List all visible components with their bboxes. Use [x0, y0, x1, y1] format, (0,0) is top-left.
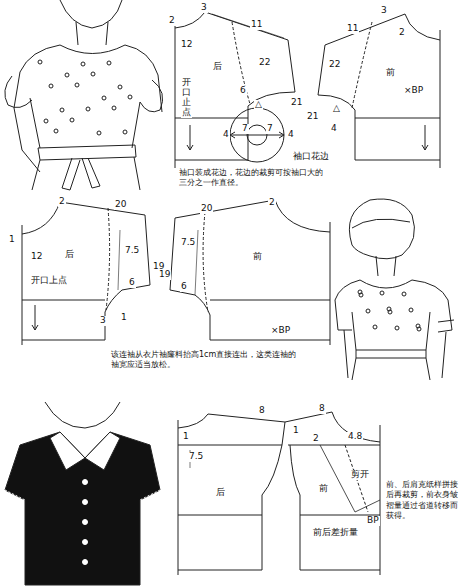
print-dot: [107, 61, 111, 65]
print-dot: [54, 129, 58, 133]
callout-number: △: [332, 104, 341, 114]
callout-number: 袖口花边: [292, 152, 330, 162]
callout-number: 11: [346, 24, 359, 34]
print-dot: [402, 292, 406, 296]
callout-number: 1: [120, 313, 128, 323]
callout-number: ×BP: [403, 86, 424, 96]
print-dot: [91, 72, 95, 76]
callout-number: 1: [8, 235, 16, 245]
callout-number: 12: [180, 40, 193, 50]
callout-number: 4: [222, 130, 230, 140]
callout-number: 7.5: [188, 452, 204, 462]
callout-number: 4: [287, 130, 295, 140]
callout-number: 7.5: [180, 238, 196, 248]
callout-number: 1: [292, 426, 300, 436]
print-dot: [123, 130, 127, 134]
callout-number: 开口止点: [181, 78, 192, 118]
print-dot: [380, 291, 384, 295]
print-dot: [38, 60, 42, 64]
button: [83, 480, 88, 485]
print-dot: [395, 326, 399, 330]
callout-number: 3: [99, 316, 107, 326]
callout-number: 21: [290, 98, 303, 108]
print-dot: [388, 310, 392, 314]
callout-number: 后: [64, 250, 75, 260]
print-dot: [81, 62, 85, 66]
callout-number: 6: [180, 282, 188, 292]
button: [83, 500, 88, 505]
callout-number: 剪开: [350, 470, 370, 480]
button: [83, 520, 88, 525]
callout-number: 7: [241, 124, 249, 134]
print-dot: [97, 131, 101, 135]
callout-number: BP: [366, 516, 380, 526]
callout-number: 21: [306, 112, 319, 122]
note-text: 前、后肩克纸样拼接后再裁剪，前衣身皱褶量通过省道转移而获得。: [385, 480, 462, 522]
print-dot: [102, 96, 106, 100]
callout-number: 2: [58, 197, 66, 207]
callout-number: 6: [128, 278, 136, 288]
callout-number: △: [254, 100, 263, 110]
callout-number: 前: [385, 68, 396, 78]
callout-number: 20: [200, 204, 213, 214]
print-dot: [86, 107, 90, 111]
callout-number: 7: [266, 124, 274, 134]
blouse-figure: [5, 0, 163, 190]
print-dot: [359, 293, 363, 297]
callout-number: 2: [268, 198, 276, 208]
print-dot: [44, 119, 48, 123]
callout-number: 4: [330, 124, 338, 134]
callout-number: 4.8: [347, 432, 363, 442]
callout-number: 7.5: [124, 246, 140, 256]
callout-number: 22: [258, 58, 271, 68]
print-dot: [417, 327, 421, 331]
callout-number: 1: [182, 432, 190, 442]
print-dot: [75, 83, 79, 87]
note-text: 该连袖从衣片袖窿料抬高1cm直接连出，这类连袖的袖宽应适当放松。: [110, 350, 302, 371]
callout-number: 2: [398, 28, 406, 38]
callout-number: 2: [312, 434, 320, 444]
callout-number: 后: [212, 62, 223, 72]
callout-number: 3: [200, 3, 208, 13]
print-dot: [60, 108, 64, 112]
callout-number: 后: [215, 488, 226, 498]
print-dot: [49, 84, 53, 88]
callout-number: 20: [114, 200, 127, 210]
button: [83, 540, 88, 545]
callout-number: 12: [30, 252, 43, 262]
callout-number: 8: [318, 404, 326, 414]
callout-number: 前: [318, 484, 329, 494]
print-dot: [128, 95, 132, 99]
callout-number: 19: [158, 270, 171, 280]
print-dot: [118, 85, 122, 89]
blouse-figure: [5, 402, 160, 585]
print-dot: [70, 118, 74, 122]
callout-number: 11: [250, 20, 263, 30]
print-dot: [366, 309, 370, 313]
print-dot: [373, 325, 377, 329]
print-dot: [112, 106, 116, 110]
callout-number: 22: [328, 60, 341, 70]
print-dot: [409, 308, 413, 312]
callout-number: ×BP: [270, 326, 291, 336]
callout-number: 3: [380, 6, 388, 16]
callout-number: 前后差折量: [312, 528, 359, 538]
button: [83, 560, 88, 565]
callout-number: 2: [168, 16, 176, 26]
callout-number: 8: [258, 406, 266, 416]
blouse-figure: [335, 199, 454, 380]
print-dot: [65, 73, 69, 77]
callout-number: 前: [252, 252, 263, 262]
note-text: 袖口装成花边，花边的裁剪可按袖口大的三分之一作直径。: [178, 168, 330, 189]
callout-number: 开口上点: [30, 276, 68, 286]
callout-number: 6: [239, 86, 247, 96]
